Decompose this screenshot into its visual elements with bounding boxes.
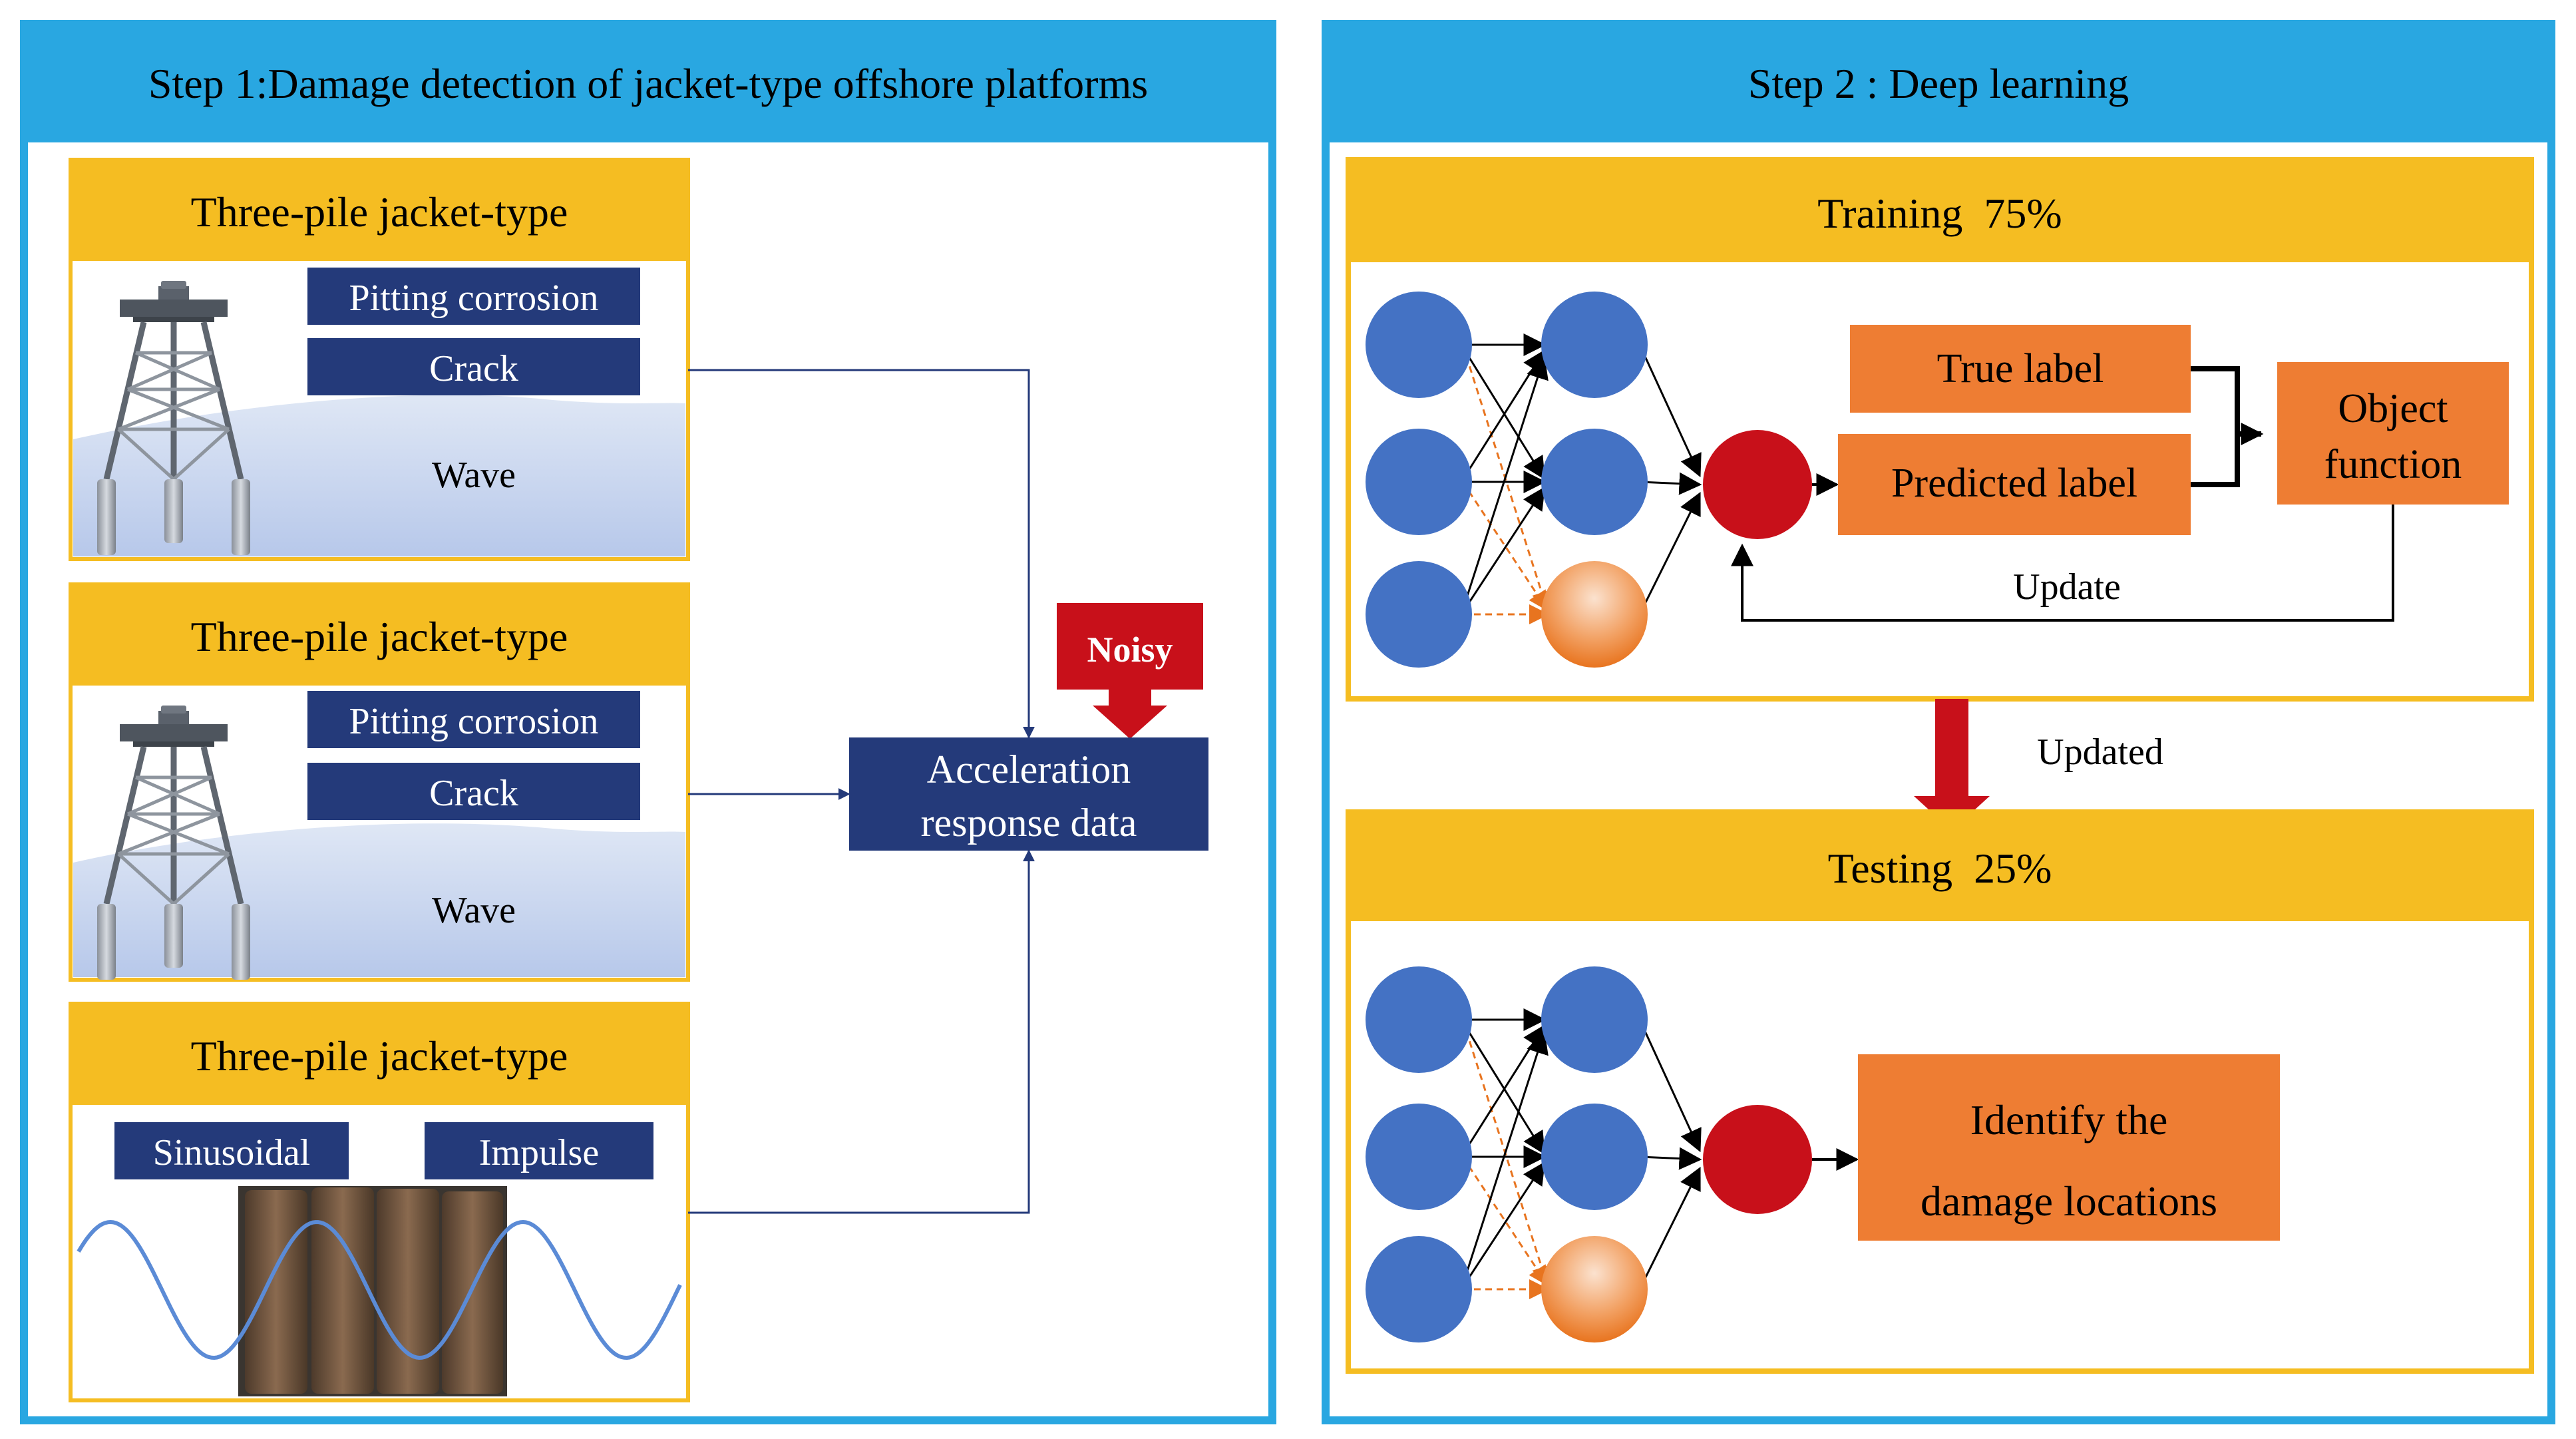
- identify-line1: Identify the: [1970, 1096, 2168, 1143]
- identify-line2: damage locations: [1921, 1177, 2217, 1225]
- updated-label: Updated: [2037, 731, 2163, 773]
- pitting-corrosion-tag: [307, 268, 640, 325]
- update-label: Update: [2013, 566, 2121, 608]
- rusted-piles-photo: [238, 1186, 507, 1396]
- step1-title: Step 1:Damage detection of jacket-type o…: [148, 60, 1148, 107]
- sea-surface: [73, 823, 685, 977]
- pitting-corrosion-label: Pitting corrosion: [349, 278, 599, 319]
- crack-label: Crack: [429, 773, 518, 814]
- jacket-card-2: Three-pile jacket-type Pitting corrosion…: [69, 582, 690, 980]
- updated-transition: Updated: [1914, 699, 2163, 831]
- crack-tag: [307, 763, 640, 820]
- predicted-label-text: Predicted label: [1891, 461, 2137, 506]
- object-function-line2: function: [2324, 442, 2462, 487]
- card-header-title: Three-pile jacket-type: [191, 188, 568, 236]
- wave-label: Wave: [432, 455, 516, 496]
- card-header: [71, 584, 688, 686]
- noisy-box: [1057, 603, 1203, 690]
- testing-header-title: Testing 25%: [1828, 845, 2052, 892]
- step2-title: Step 2 : Deep learning: [1748, 60, 2129, 107]
- label-merge-bracket: [2191, 366, 2264, 487]
- true-label-box: [1850, 325, 2191, 413]
- impulse-label: Impulse: [479, 1132, 599, 1173]
- true-label-text: True label: [1937, 346, 2104, 391]
- testing-block: Testing 25% Identify the damage location…: [1346, 809, 2534, 1374]
- wave-label: Wave: [432, 890, 516, 931]
- sinusoidal-tag: [114, 1122, 349, 1179]
- predicted-label-box: [1838, 434, 2191, 535]
- updated-arrow: [1914, 699, 1990, 831]
- jacket-card-3: Three-pile jacket-type Sinusoidal Impuls…: [69, 1002, 690, 1402]
- sinusoidal-wave: [77, 1219, 682, 1360]
- step1-connectors: [688, 369, 1035, 1214]
- step1-title-bar: [20, 20, 1276, 142]
- identify-damage-box: [1858, 1054, 2280, 1241]
- pitting-corrosion-label: Pitting corrosion: [349, 701, 599, 742]
- object-function-line1: Object: [2338, 386, 2448, 431]
- acceleration-label-line2: response data: [921, 801, 1137, 845]
- sea-surface: [73, 395, 685, 556]
- testing-header: [1348, 812, 2531, 921]
- sinusoidal-label: Sinusoidal: [153, 1132, 310, 1173]
- card-header-title: Three-pile jacket-type: [191, 1032, 568, 1080]
- jacket-card-1: Three-pile jacket-type Pitting corrosion…: [69, 158, 690, 561]
- step2-title-bar: [1322, 20, 2555, 142]
- training-block: Training 75% True label Predicted label …: [1346, 157, 2534, 702]
- acceleration-label-line1: Acceleration: [927, 747, 1131, 791]
- card-header: [71, 160, 688, 261]
- object-function-box: [2277, 362, 2509, 505]
- acceleration-response-box: Acceleration response data: [849, 737, 1208, 851]
- card-header-title: Three-pile jacket-type: [191, 613, 568, 660]
- update-feedback-arrow: [1731, 505, 2394, 622]
- training-header: [1348, 160, 2531, 262]
- crack-label: Crack: [429, 348, 518, 389]
- training-header-title: Training 75%: [1817, 190, 2062, 237]
- card-header: [71, 1004, 688, 1105]
- crack-tag: [307, 338, 640, 395]
- noisy-label: Noisy: [1087, 630, 1173, 670]
- impulse-tag: [425, 1122, 653, 1179]
- noise-input: Noisy: [1057, 603, 1203, 739]
- noise-arrow: [1093, 690, 1167, 739]
- pitting-corrosion-tag: [307, 691, 640, 748]
